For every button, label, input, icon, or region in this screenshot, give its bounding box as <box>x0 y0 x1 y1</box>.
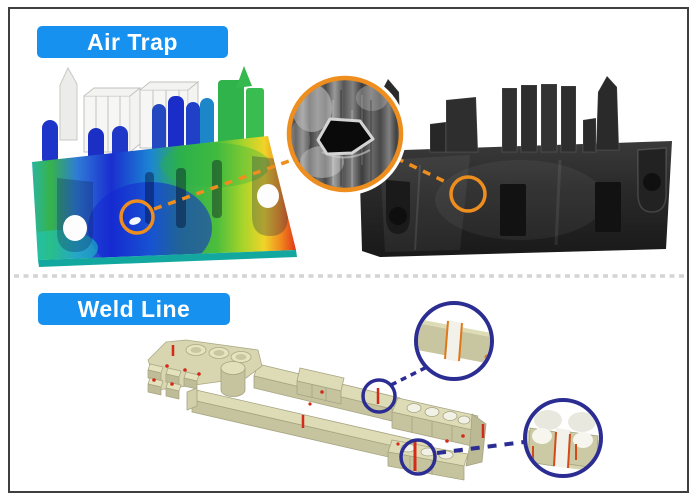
sim-hole <box>63 215 87 241</box>
model-mid-boxes <box>296 367 345 405</box>
simulation-defect-circle <box>119 199 155 235</box>
corner-inset-ring <box>523 398 603 478</box>
figure-border <box>8 7 689 493</box>
sim-hole <box>257 184 279 208</box>
air-trap-label: Air Trap <box>37 26 228 58</box>
model-right-cluster <box>387 397 487 481</box>
weld-line-callouts <box>361 365 525 476</box>
weld-line-label-text: Weld Line <box>77 296 191 322</box>
part-posts <box>377 75 620 153</box>
weld-marks <box>152 345 485 471</box>
rail-inset-ring <box>414 301 494 381</box>
top-rail-inset <box>414 301 494 381</box>
air-trap-part-photo <box>360 75 672 257</box>
air-trap-callouts <box>119 156 487 235</box>
inset-ring <box>286 75 404 193</box>
corner-inset <box>523 398 603 478</box>
air-trap-simulation-render <box>32 66 297 267</box>
simulation-defect-spot <box>129 217 141 225</box>
weldline-dashed-connector-top <box>390 365 428 387</box>
inset-halo <box>283 72 407 196</box>
sim-ghost-post <box>59 66 78 141</box>
part-cutouts <box>386 147 667 236</box>
magnified-photo-inset <box>283 72 407 196</box>
weld-line-label: Weld Line <box>38 293 230 325</box>
sim-bottom-edge <box>38 250 297 267</box>
inset-texture <box>291 80 399 188</box>
top-rail-circle <box>361 378 397 414</box>
airtrap-dashed-connector-right <box>395 156 451 186</box>
model-left-cluster <box>147 339 263 411</box>
airtrap-dashed-connector-left <box>153 158 293 211</box>
weld-line-model <box>147 339 487 481</box>
photo-defect-circle <box>449 175 487 213</box>
corner-circle <box>399 438 437 476</box>
air-trap-label-text: Air Trap <box>87 29 178 55</box>
rail-inset-content <box>418 318 490 364</box>
weldline-dashed-connector-bottom <box>436 440 525 455</box>
